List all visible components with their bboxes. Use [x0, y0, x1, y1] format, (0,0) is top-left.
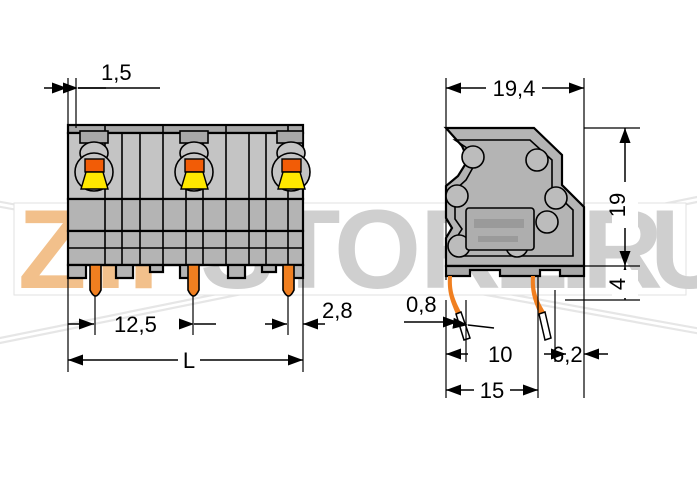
clamp-unit-1 — [74, 130, 114, 192]
side-label-text-block — [474, 219, 524, 228]
wm-letter-10: U — [650, 187, 697, 312]
pin-2 — [187, 264, 200, 297]
clamp-unit-3 — [271, 130, 311, 192]
side-lead-2-lower — [538, 311, 552, 341]
clamp-unit-2 — [174, 130, 214, 192]
side-lead-2 — [530, 276, 545, 314]
dim-label-2-8: 2,8 — [322, 298, 353, 323]
side-label-text-block-2 — [478, 236, 518, 242]
pin-3 — [282, 264, 295, 297]
pin-1 — [89, 264, 102, 297]
dim-label-4: 4 — [605, 278, 630, 290]
dim-label-6-2: 6,2 — [552, 342, 583, 367]
dim-label-12-5: 12,5 — [114, 312, 157, 337]
clamp-spring-1 — [80, 171, 109, 190]
clamp-spring-2 — [180, 171, 209, 190]
dim-label-1-5: 1,5 — [101, 60, 132, 85]
wm-letter-5: O — [334, 187, 421, 312]
front-partitions — [68, 125, 303, 265]
dim-label-10: 10 — [488, 342, 512, 367]
dim-label-0-8: 0,8 — [406, 292, 437, 317]
clamp-spring-3 — [277, 171, 306, 190]
side-bosses — [445, 145, 568, 258]
dim-label-19: 19 — [605, 193, 630, 217]
dim-label-19-4: 19,4 — [493, 76, 536, 101]
dim-label-L: L — [183, 348, 195, 373]
side-lead-1 — [447, 276, 461, 314]
dim-label-15: 15 — [480, 378, 504, 403]
front-pins — [89, 264, 295, 297]
